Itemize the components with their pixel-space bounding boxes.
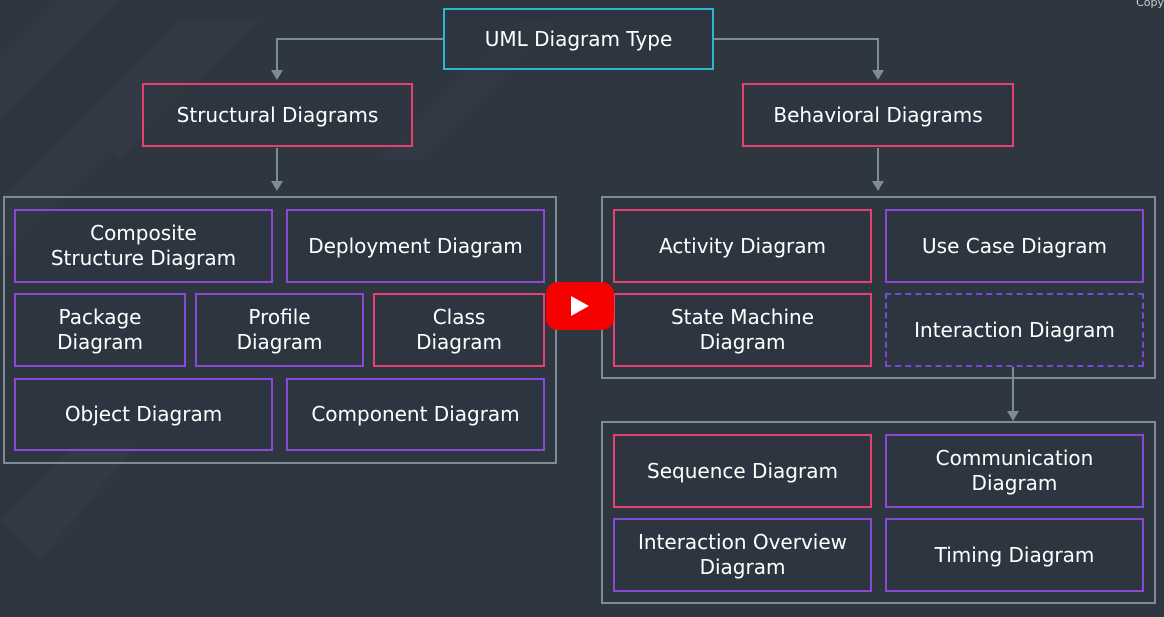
structural-diagrams-group — [3, 196, 557, 464]
arrowhead-icon — [1007, 411, 1019, 421]
connector-root-behavioral — [714, 38, 879, 72]
activity-diagram-node: Activity Diagram — [613, 209, 872, 283]
component-diagram-node: Component Diagram — [286, 378, 545, 451]
interaction-diagram-node: Interaction Diagram — [885, 293, 1144, 367]
play-icon — [571, 296, 589, 316]
interaction-diagrams-group — [601, 421, 1156, 604]
communication-diagram-node: Communication Diagram — [885, 434, 1144, 508]
state-machine-diagram-node: State Machine Diagram — [613, 293, 872, 367]
use-case-diagram-node: Use Case Diagram — [885, 209, 1144, 283]
object-diagram-node: Object Diagram — [14, 378, 273, 451]
arrowhead-icon — [872, 181, 884, 191]
arrowhead-icon — [271, 181, 283, 191]
behavioral-diagrams-node: Behavioral Diagrams — [742, 83, 1014, 147]
arrowhead-icon — [271, 70, 283, 80]
interaction-overview-diagram-node: Interaction Overview Diagram — [613, 518, 872, 592]
arrowhead-icon — [872, 70, 884, 80]
copyright-text: Copy — [1136, 0, 1164, 9]
root-node-uml-diagram-type: UML Diagram Type — [443, 8, 714, 70]
play-button[interactable] — [546, 282, 614, 330]
composite-structure-diagram-node: Composite Structure Diagram — [14, 209, 273, 283]
structural-diagrams-node: Structural Diagrams — [142, 83, 413, 147]
timing-diagram-node: Timing Diagram — [885, 518, 1144, 592]
class-diagram-node: Class Diagram — [373, 293, 545, 367]
connector-root-structural — [276, 38, 443, 72]
sequence-diagram-node: Sequence Diagram — [613, 434, 872, 508]
package-diagram-node: Package Diagram — [14, 293, 186, 367]
deployment-diagram-node: Deployment Diagram — [286, 209, 545, 283]
profile-diagram-node: Profile Diagram — [195, 293, 364, 367]
